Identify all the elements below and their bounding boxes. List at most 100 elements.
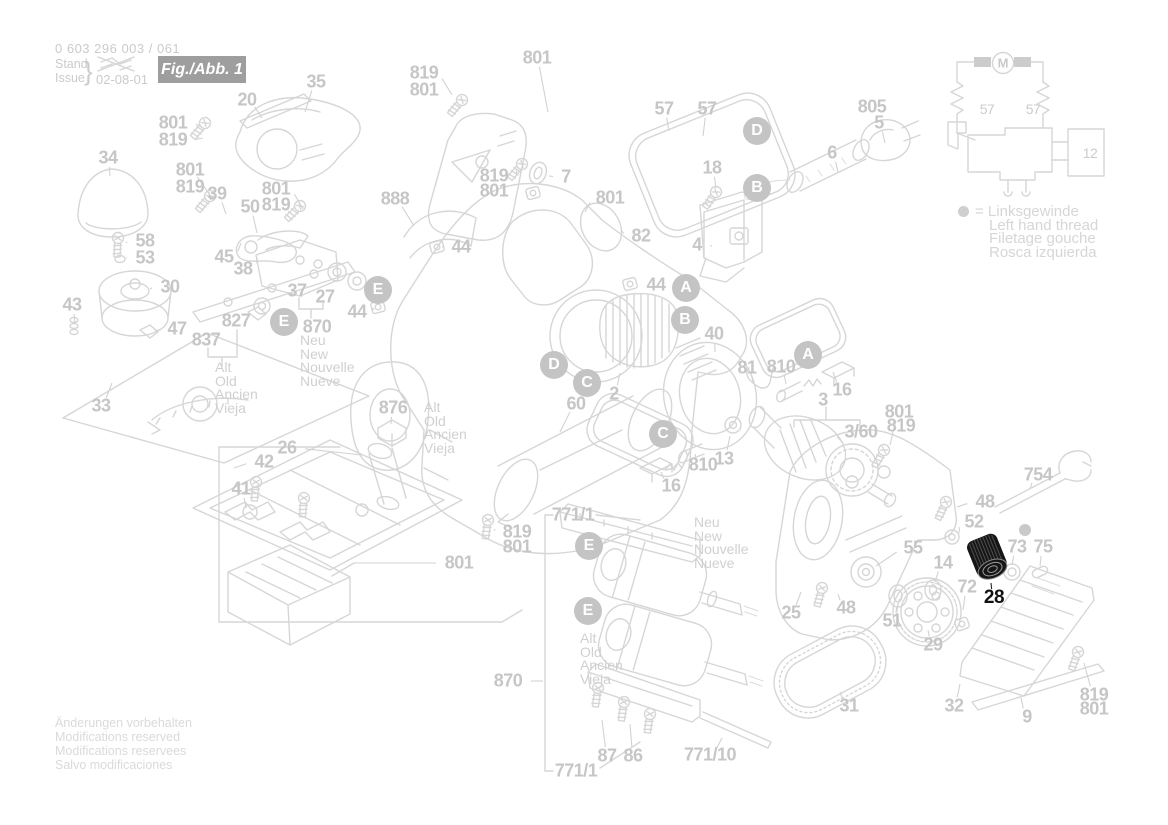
chip-box-801 bbox=[227, 544, 351, 646]
part-callout-801: 801 bbox=[444, 552, 474, 573]
part-callout-801: 801 bbox=[502, 536, 532, 557]
bracket-lines bbox=[207, 297, 861, 772]
motor-module-new bbox=[592, 533, 759, 617]
version-note-line: Neu bbox=[300, 332, 326, 348]
power-cord-6 bbox=[743, 139, 870, 200]
part-callout-48: 48 bbox=[975, 491, 995, 512]
stand-issue-label: Stand Issue bbox=[55, 57, 88, 85]
part-callout-50: 50 bbox=[240, 196, 260, 217]
part-callout-87: 87 bbox=[597, 745, 617, 766]
part-callout-819: 819 bbox=[261, 194, 291, 215]
part-callout-12: 12 bbox=[1082, 145, 1098, 161]
version-note-line: Nouvelle bbox=[694, 541, 749, 557]
clamp-bar-bottom bbox=[587, 663, 701, 723]
version-note-line: Alt bbox=[215, 359, 232, 375]
part-callout-771-1: 771/1 bbox=[554, 760, 598, 781]
version-note-line: Nueve bbox=[694, 554, 735, 571]
angle-base-plate bbox=[62, 332, 370, 464]
part-callout-819: 819 bbox=[502, 521, 532, 542]
part-callout-801: 801 bbox=[1079, 698, 1109, 719]
version-note-line: Vieja bbox=[215, 399, 246, 416]
part-callout-771-1: 771/1 bbox=[551, 504, 595, 525]
part-callout-47: 47 bbox=[167, 318, 187, 339]
part-callout-42: 42 bbox=[254, 451, 274, 472]
version-note-line: Ancien bbox=[215, 386, 258, 402]
highlighted-knob-28 bbox=[967, 533, 1008, 580]
part-callout-888: 888 bbox=[380, 188, 410, 209]
section-badge-A: A bbox=[672, 274, 700, 302]
front-cover-35 bbox=[235, 97, 361, 182]
legend-line-2: Left hand thread bbox=[989, 216, 1099, 234]
part-callout-52: 52 bbox=[964, 511, 984, 532]
depth-knob-assembly bbox=[69, 168, 267, 339]
stand-issue-brace: } bbox=[84, 56, 93, 86]
clip-7 bbox=[528, 161, 548, 185]
wrench-754 bbox=[994, 450, 1092, 514]
part-callout-81: 81 bbox=[737, 357, 757, 378]
part-callout-25: 25 bbox=[781, 602, 801, 623]
part-callout-53: 53 bbox=[135, 247, 155, 268]
stand-label: Stand bbox=[55, 57, 88, 71]
part-callout-28: 28 bbox=[983, 587, 1005, 608]
brush-holders bbox=[639, 361, 855, 483]
version-note-line: Ancien bbox=[424, 426, 467, 442]
footer-line-1: Änderungen vorbehalten bbox=[55, 716, 192, 730]
part-callout-5: 5 bbox=[874, 112, 884, 133]
part-callout-18: 18 bbox=[702, 157, 722, 178]
part-callout-754: 754 bbox=[1023, 464, 1053, 485]
version-note-line: New bbox=[300, 345, 329, 362]
part-callout-810: 810 bbox=[766, 356, 796, 377]
depth-strip-20 bbox=[239, 93, 312, 129]
section-badge-E: E bbox=[575, 532, 603, 560]
part-callout-819: 819 bbox=[409, 62, 439, 83]
section-badge-D: D bbox=[540, 351, 568, 379]
legend-line-3: Filetage gouche bbox=[989, 230, 1096, 247]
superseded-stamp-icon bbox=[97, 56, 135, 72]
rear-housing-cover bbox=[427, 112, 527, 241]
part-callout-876: 876 bbox=[378, 397, 408, 418]
version-note-line: Alt bbox=[580, 630, 597, 646]
left-hand-thread-legend: = Linksgewinde Left hand thread Filetage… bbox=[958, 204, 1099, 259]
part-callout-801: 801 bbox=[175, 159, 205, 180]
part-callout-55: 55 bbox=[903, 537, 923, 558]
part-callout-6: 6 bbox=[827, 142, 837, 163]
section-badge-C: C bbox=[649, 420, 677, 448]
clamp-bar-top-771-1 bbox=[559, 503, 701, 563]
part-callout-3: 3 bbox=[818, 389, 828, 410]
section-badge-B: B bbox=[743, 174, 771, 202]
left-hand-thread-marker-dot bbox=[1019, 524, 1031, 536]
part-callout-819: 819 bbox=[175, 176, 205, 197]
part-callout-30: 30 bbox=[160, 276, 180, 297]
part-callout-35: 35 bbox=[306, 71, 326, 92]
part-callout-771-10: 771/10 bbox=[683, 744, 737, 765]
version-note-line: Ancien bbox=[580, 657, 623, 673]
figure-label-box: Fig./Abb. 1 bbox=[158, 56, 246, 83]
drum-roller-60 bbox=[493, 388, 673, 529]
section-badge-E: E bbox=[574, 597, 602, 625]
part-callout-7: 7 bbox=[561, 166, 571, 187]
bracket-876 bbox=[377, 419, 407, 447]
version-note-line: Old bbox=[215, 372, 237, 389]
version-note-line: Old bbox=[424, 412, 446, 429]
part-callout-827: 827 bbox=[221, 310, 251, 331]
rod-771-10 bbox=[699, 711, 772, 749]
part-callout-20: 20 bbox=[237, 89, 257, 110]
footer-line-3: Modifications reservees bbox=[55, 744, 187, 758]
part-callout-819: 819 bbox=[1079, 684, 1109, 705]
section-badge-D: D bbox=[743, 117, 771, 145]
part-callout-870: 870 bbox=[302, 316, 332, 337]
motor-module-old bbox=[597, 603, 764, 687]
part-callout-45: 45 bbox=[214, 246, 234, 267]
part-callout-801: 801 bbox=[409, 79, 439, 100]
part-callout-57: 57 bbox=[1025, 101, 1041, 117]
part-callout-44: 44 bbox=[451, 236, 471, 257]
motor-m-label: M bbox=[997, 55, 1009, 71]
part-callout-51: 51 bbox=[882, 610, 902, 631]
part-callout-38: 38 bbox=[233, 258, 253, 279]
legend-dot-icon bbox=[958, 206, 969, 218]
part-callout-60: 60 bbox=[566, 393, 586, 414]
